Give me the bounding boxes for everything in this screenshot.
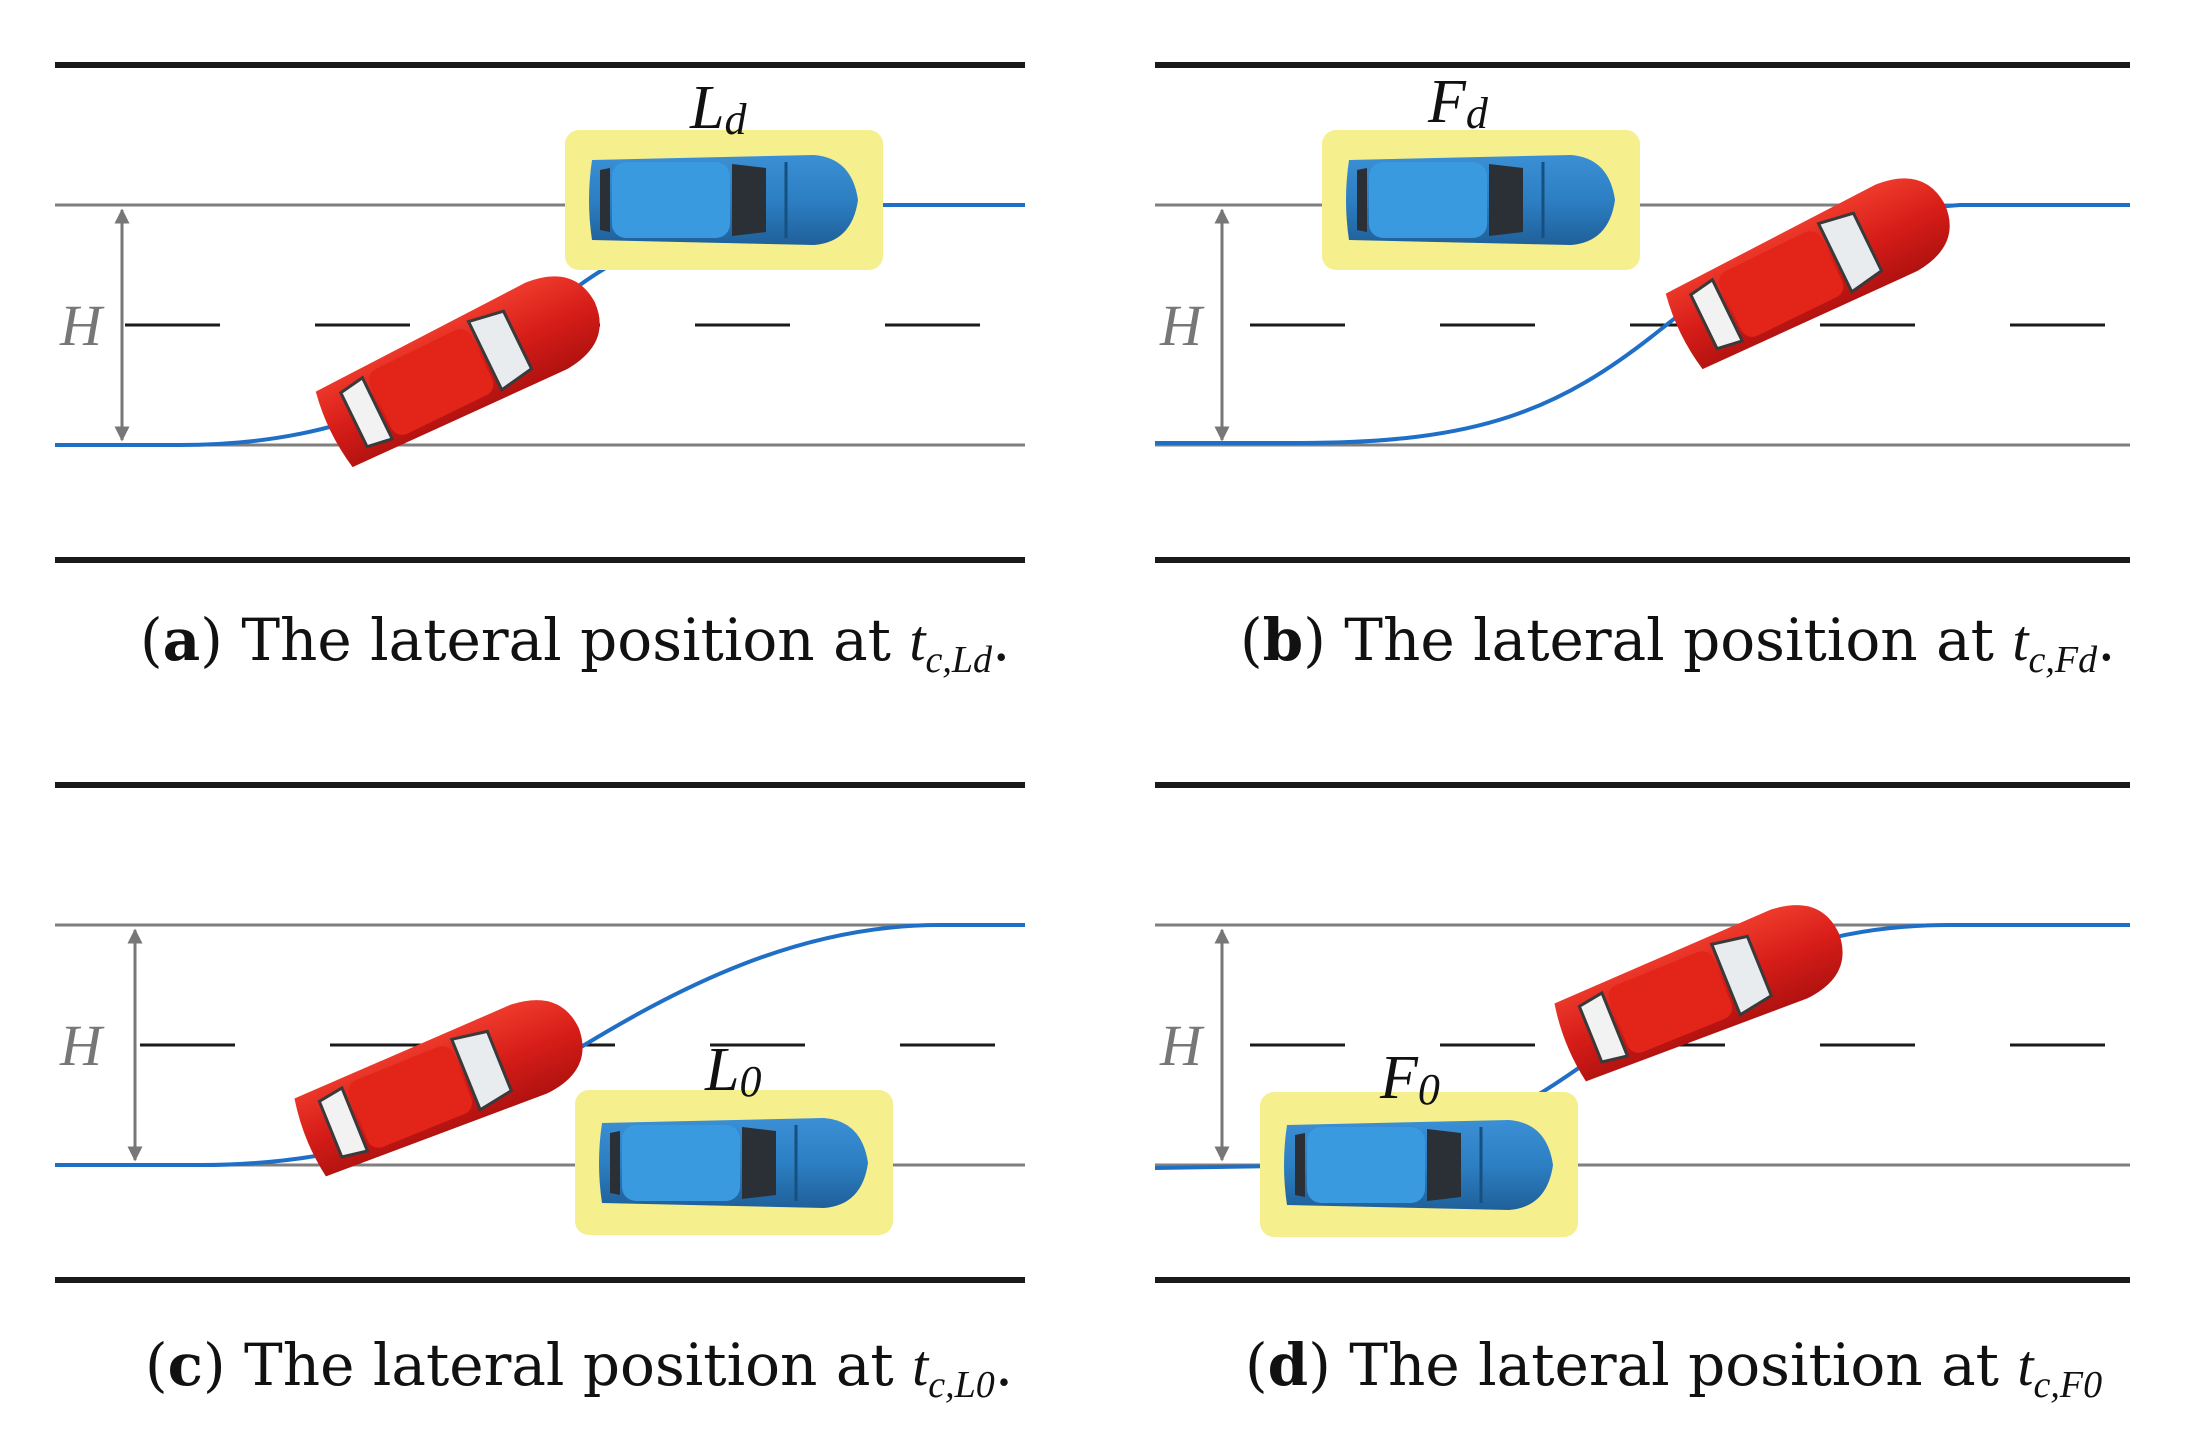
rear-window	[610, 1131, 620, 1195]
caption-text: The lateral position at	[1344, 606, 1994, 674]
caption: (b) The lateral position at tc,Fd.	[1240, 606, 2116, 681]
caption-var: t	[909, 608, 927, 673]
height-label: H	[59, 1013, 105, 1078]
car-roof	[622, 1125, 740, 1201]
caption-punct: .	[992, 606, 1010, 674]
caption-open-paren: (	[1240, 606, 1263, 674]
panel-c: H L0 (c) The lateral position at tc,L0.	[55, 782, 1025, 1406]
car-roof	[1369, 162, 1487, 238]
vehicle-label: Ld	[689, 74, 747, 144]
vehicle-label-main: L	[689, 74, 724, 142]
vehicle-label-main: F	[1427, 68, 1467, 136]
caption: (a) The lateral position at tc,Ld.	[140, 606, 1010, 681]
height-label: H	[59, 293, 105, 358]
caption-var: t	[2017, 1333, 2035, 1398]
rear-window	[1295, 1133, 1305, 1197]
caption-punct: .	[2097, 606, 2115, 674]
vehicle-label: F0	[1379, 1044, 1440, 1114]
windshield	[732, 164, 766, 236]
vehicle-label-main: F	[1379, 1044, 1419, 1112]
height-label: H	[1159, 293, 1205, 358]
caption-letter: d	[1268, 1331, 1309, 1399]
ego-vehicle	[1554, 905, 1843, 1082]
caption-open-paren: (	[145, 1331, 168, 1399]
caption-var-sub: c,Fd	[2029, 639, 2099, 681]
caption-space	[891, 606, 909, 674]
other-vehicle	[1284, 1120, 1553, 1210]
caption-letter: a	[163, 606, 201, 674]
ego-vehicle	[294, 1000, 583, 1177]
vehicle-label-sub: d	[1466, 89, 1489, 138]
windshield	[1489, 164, 1523, 236]
caption-var-sub: c,F0	[2034, 1364, 2103, 1406]
caption-text: The lateral position at	[244, 1331, 894, 1399]
caption-letter: b	[1263, 606, 1304, 674]
rear-window	[1688, 277, 1745, 351]
panel-a: H Ld (a) The lateral position at tc,Ld.	[55, 62, 1025, 681]
caption-var: t	[2012, 608, 2030, 673]
car-roof	[369, 329, 494, 435]
caption: (d) The lateral position at tc,F0	[1245, 1331, 2102, 1406]
vehicle-label-main: L	[704, 1036, 739, 1104]
vehicle-label: Fd	[1427, 68, 1489, 138]
windshield	[466, 309, 534, 393]
other-vehicle	[1346, 155, 1615, 245]
rear-window	[338, 375, 395, 449]
panel-d: H F0 (d) The lateral position at tc,F0	[1154, 782, 2130, 1406]
caption-open-paren: (	[140, 606, 163, 674]
car-roof	[1719, 231, 1844, 337]
other-vehicle	[589, 155, 858, 245]
windshield	[1709, 934, 1774, 1017]
caption-punct: .	[995, 1331, 1013, 1399]
vehicle-label-sub: 0	[1418, 1065, 1440, 1114]
rear-window	[1577, 990, 1630, 1064]
rear-window	[600, 168, 610, 232]
car-roof	[348, 1046, 473, 1148]
caption-var-sub: c,L0	[928, 1364, 995, 1406]
caption: (c) The lateral position at tc,L0.	[145, 1331, 1013, 1406]
rear-window	[1357, 168, 1367, 232]
vehicle-label-sub: d	[724, 95, 747, 144]
car-roof	[1307, 1127, 1425, 1203]
caption-close-paren: )	[1303, 606, 1344, 674]
caption-var-sub: c,Ld	[926, 639, 994, 681]
caption-text: The lateral position at	[1349, 1331, 1999, 1399]
vehicle-label-sub: 0	[739, 1057, 761, 1106]
caption-letter: c	[168, 1331, 203, 1399]
ego-vehicle	[315, 276, 600, 468]
car-roof	[1608, 951, 1733, 1053]
caption-space	[1994, 606, 2012, 674]
ego-vehicle	[1665, 178, 1950, 370]
car-roof	[612, 162, 730, 238]
caption-space	[894, 1331, 912, 1399]
caption-space	[1999, 1331, 2017, 1399]
height-label: H	[1159, 1013, 1205, 1078]
caption-open-paren: (	[1245, 1331, 1268, 1399]
windshield	[1816, 211, 1884, 295]
windshield	[449, 1029, 514, 1112]
caption-var: t	[912, 1333, 930, 1398]
panel-b: H Fd (b) The lateral position at tc,Fd.	[1155, 62, 2130, 681]
caption-text: The lateral position at	[241, 606, 891, 674]
windshield	[742, 1127, 776, 1199]
caption-close-paren: )	[200, 606, 241, 674]
rear-window	[317, 1085, 370, 1159]
vehicle-label: L0	[704, 1036, 761, 1106]
caption-close-paren: )	[203, 1331, 244, 1399]
other-vehicle	[599, 1118, 868, 1208]
windshield	[1427, 1129, 1461, 1201]
caption-close-paren: )	[1308, 1331, 1349, 1399]
